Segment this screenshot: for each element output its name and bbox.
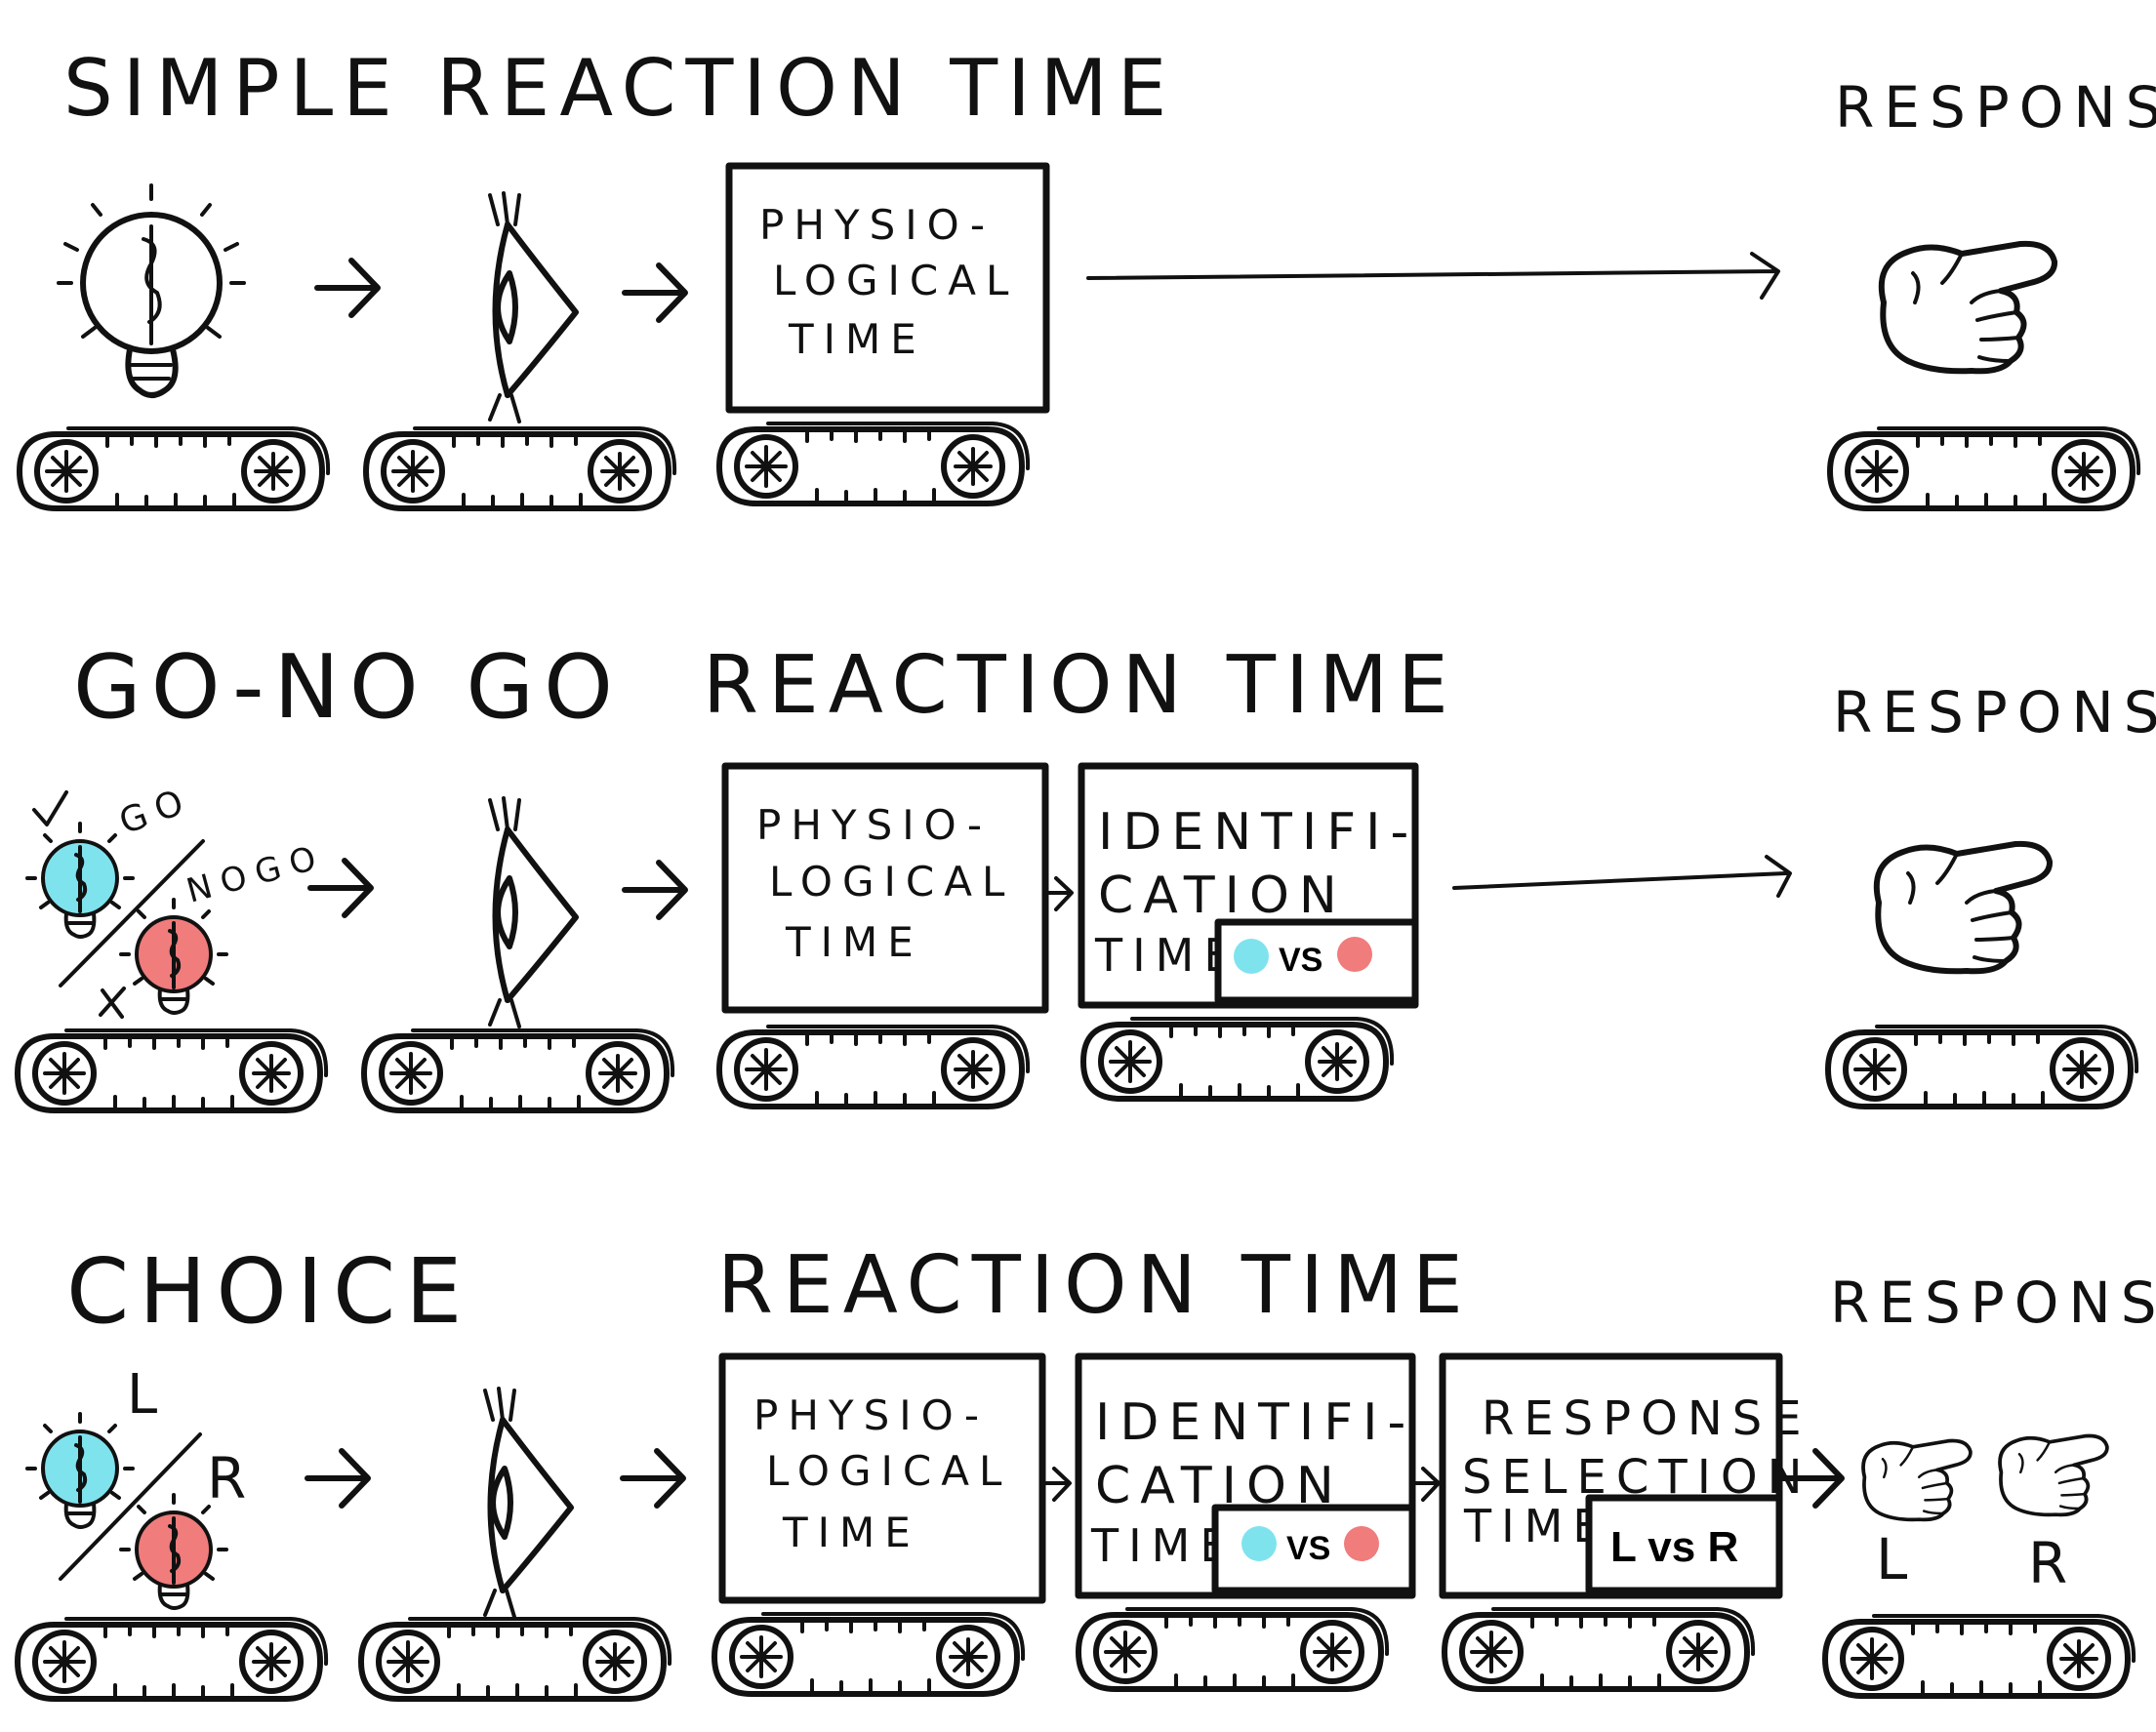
stage-line: LOGICAL bbox=[769, 858, 1014, 906]
stage-line: IDENTIFI- bbox=[1098, 803, 1418, 862]
stage-line: PHYSIO- bbox=[759, 201, 995, 249]
stage-tag: VS bbox=[1286, 1530, 1330, 1567]
conveyor-belt-icon bbox=[364, 1030, 672, 1110]
row2-stage-identification: IDENTIFI- CATION TIME VS bbox=[1078, 762, 1419, 1009]
go-dot bbox=[1241, 1526, 1277, 1561]
row3-title-right: REACTION TIME bbox=[717, 1239, 1473, 1332]
lightbulb-icon bbox=[59, 185, 244, 395]
stage-tag: L vs R bbox=[1610, 1523, 1738, 1571]
response-right-label: R bbox=[2028, 1530, 2077, 1596]
stage-tag: VS bbox=[1279, 942, 1322, 979]
small-arrow-icon bbox=[1044, 1467, 1072, 1502]
right-bulb-icon bbox=[119, 1493, 228, 1610]
arrow-icon bbox=[625, 265, 685, 320]
stage-line: TIME bbox=[785, 918, 923, 966]
row2-title-left: GO-NO GO bbox=[73, 636, 623, 739]
conveyor-belt-icon bbox=[20, 428, 328, 508]
conveyor-belt-icon bbox=[1444, 1609, 1753, 1689]
stage-line: TIME bbox=[788, 315, 926, 363]
conveyor-belt-icon bbox=[1825, 1616, 2134, 1696]
row1-stage-physiological: PHYSIO- LOGICAL TIME bbox=[725, 162, 1050, 414]
go-label: GO bbox=[114, 780, 198, 843]
small-arrow-icon bbox=[1413, 1467, 1441, 1502]
stimulus-right-label: R bbox=[207, 1445, 256, 1511]
row1-response-label: RESPONSE bbox=[1835, 74, 2156, 141]
conveyor-belt-icon bbox=[366, 428, 674, 508]
row2-title-right: REACTION TIME bbox=[703, 639, 1458, 732]
row1-title: SIMPLE REACTION TIME bbox=[63, 43, 1176, 134]
nogo-dot bbox=[1337, 937, 1372, 972]
nogo-bulb-icon bbox=[119, 898, 228, 1015]
conveyor-belt-icon bbox=[1083, 1019, 1392, 1099]
row2-stage-physiological: PHYSIO- LOGICAL TIME bbox=[721, 762, 1049, 1014]
divider bbox=[59, 1432, 202, 1581]
stage-line: RESPONSE bbox=[1482, 1391, 1811, 1446]
stage-line: CATION bbox=[1098, 866, 1347, 925]
conveyor-belt-icon bbox=[719, 1027, 1028, 1107]
divider bbox=[59, 839, 205, 987]
left-hand-icon bbox=[1861, 1438, 1973, 1522]
row3-stage-physiological: PHYSIO- LOGICAL TIME bbox=[718, 1352, 1046, 1604]
eye-icon bbox=[485, 1389, 571, 1617]
arrow-icon bbox=[623, 1451, 683, 1506]
row3-title-left: CHOICE bbox=[66, 1239, 471, 1344]
pointing-hand-icon bbox=[1877, 844, 2050, 971]
stimulus-left-label: L bbox=[127, 1363, 167, 1427]
pointing-hand-icon bbox=[1882, 244, 2054, 371]
conveyor-belt-icon bbox=[1078, 1609, 1387, 1689]
stage-line: IDENTIFI- bbox=[1095, 1393, 1415, 1452]
row2-response-label: RESPONSE bbox=[1833, 679, 2156, 745]
nogo-dot bbox=[1344, 1526, 1379, 1561]
row3-stage-identification: IDENTIFI- CATION TIME VS bbox=[1075, 1352, 1416, 1599]
conveyor-belt-icon bbox=[719, 423, 1028, 503]
arrow-icon bbox=[625, 863, 685, 917]
checkmark-icon bbox=[32, 790, 68, 826]
left-bulb-icon bbox=[25, 1412, 135, 1529]
row3-stage-response-selection: RESPONSE SELECTION TIME L vs R bbox=[1439, 1352, 1811, 1599]
right-hand-icon bbox=[1998, 1433, 2109, 1517]
go-dot bbox=[1234, 939, 1269, 974]
eye-icon bbox=[490, 193, 576, 422]
conveyor-belt-icon bbox=[714, 1614, 1023, 1694]
nogo-label: NOGO bbox=[183, 836, 330, 910]
stage-line: PHYSIO- bbox=[756, 801, 992, 849]
conveyor-belt-icon bbox=[18, 1030, 326, 1110]
conveyor-belt-icon bbox=[18, 1619, 326, 1699]
stage-line: TIME bbox=[1094, 929, 1241, 982]
stage-line: LOGICAL bbox=[773, 257, 1018, 304]
cross-icon bbox=[99, 987, 126, 1019]
response-left-label: L bbox=[1876, 1526, 1917, 1592]
conveyor-belt-icon bbox=[361, 1619, 670, 1699]
arrow-icon bbox=[317, 261, 378, 315]
stage-line: TIME bbox=[1090, 1519, 1238, 1572]
conveyor-belt-icon bbox=[1828, 1027, 2136, 1107]
long-arrow-icon bbox=[1452, 855, 1792, 898]
stage-line: PHYSIO- bbox=[753, 1391, 989, 1439]
stage-line: TIME bbox=[1463, 1500, 1610, 1552]
arrow-icon bbox=[307, 1451, 368, 1506]
long-arrow-icon bbox=[1086, 252, 1780, 300]
stage-line: LOGICAL bbox=[766, 1447, 1011, 1495]
go-bulb-icon bbox=[25, 822, 135, 939]
eye-icon bbox=[490, 798, 576, 1027]
conveyor-belt-icon bbox=[1830, 428, 2138, 508]
row3-response-label: RESPONSE bbox=[1830, 1269, 2156, 1336]
small-arrow-icon bbox=[1047, 876, 1074, 911]
stage-line: TIME bbox=[782, 1509, 920, 1556]
